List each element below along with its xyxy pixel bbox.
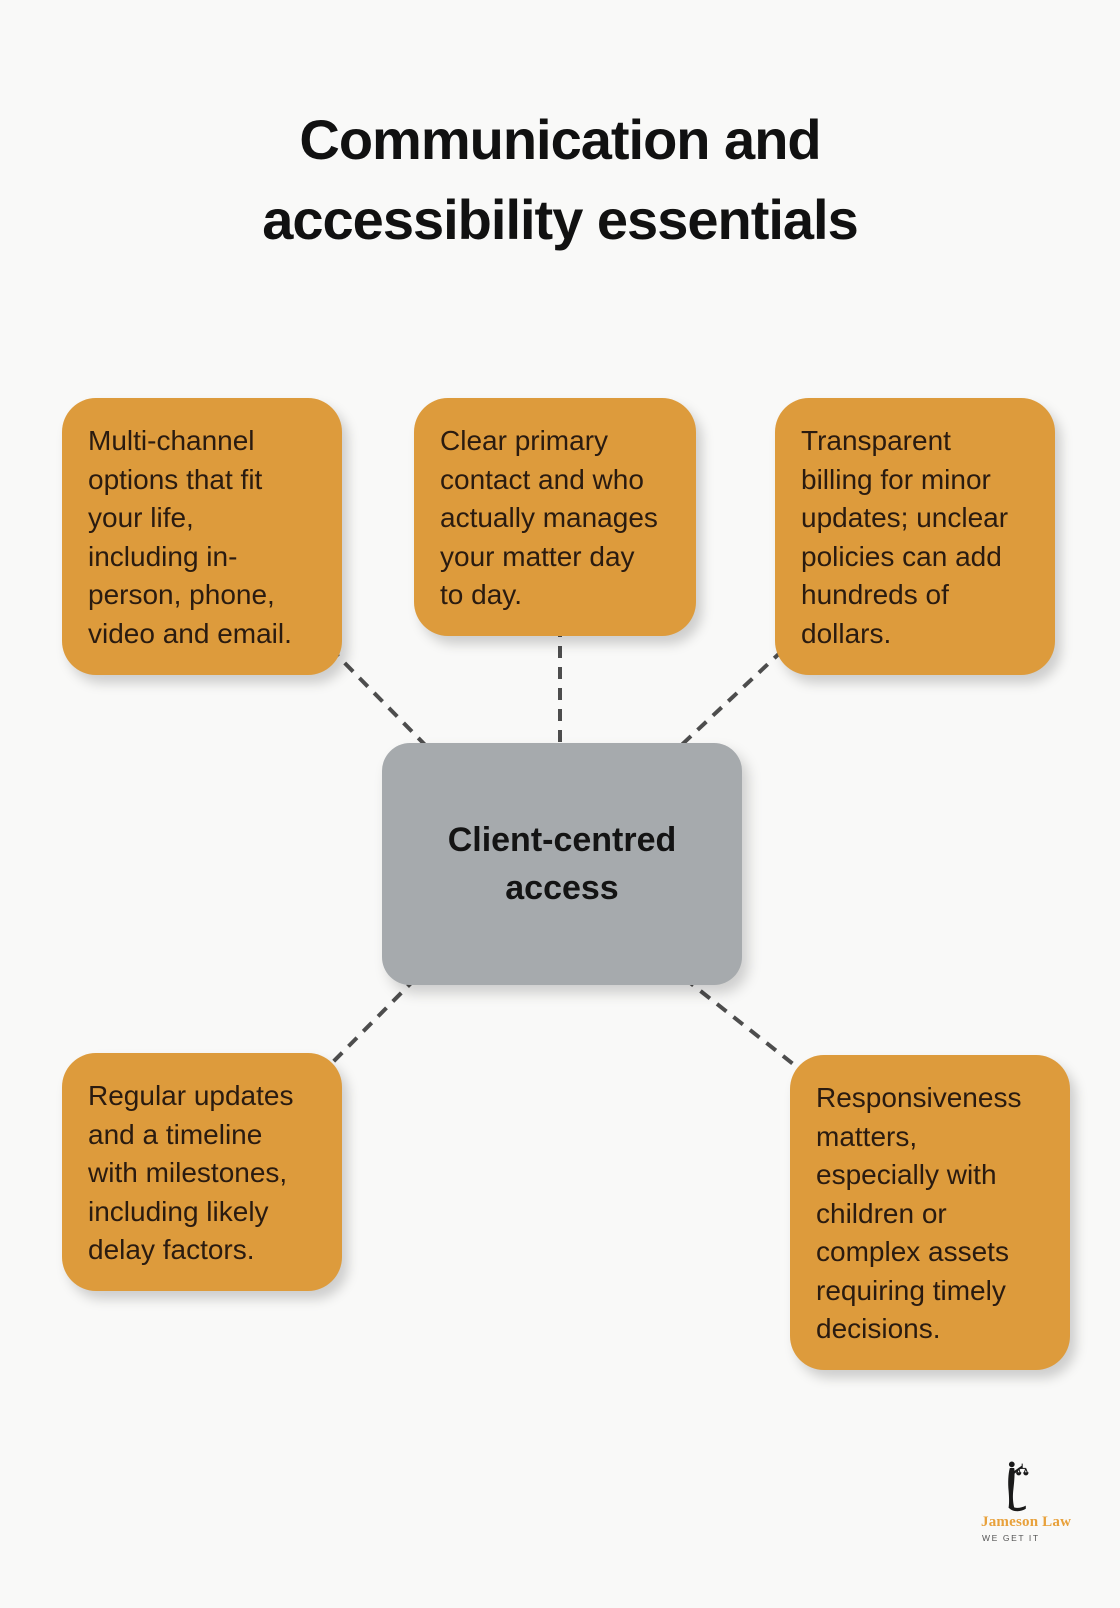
node-text: Multi-channel options that fit your life… [88, 425, 292, 649]
connector-bottom-right [682, 976, 799, 1069]
node-transparent-billing: Transparent billing for minor updates; u… [775, 398, 1055, 675]
node-text: Regular updates and a timeline with mile… [88, 1080, 294, 1265]
connector-top-right [672, 648, 785, 754]
brand-tagline: WE GET IT [982, 1533, 1040, 1543]
node-text: Responsiveness matters, especially with … [816, 1082, 1022, 1344]
brand-name: Jameson Law [981, 1514, 1072, 1530]
connector-top-left [328, 646, 438, 758]
connector-bottom-left [326, 976, 418, 1069]
brand-logo: Jameson Law WE GET IT [975, 1460, 1075, 1543]
node-primary-contact: Clear primary contact and who actually m… [414, 398, 696, 636]
page-title: Communication and accessibility essentia… [262, 108, 859, 251]
node-regular-updates: Regular updates and a timeline with mile… [62, 1053, 342, 1291]
node-text: Clear primary contact and who actually m… [440, 425, 658, 610]
center-node: Client-centred access [382, 743, 742, 985]
node-responsiveness: Responsiveness matters, especially with … [790, 1055, 1070, 1370]
node-text: Transparent billing for minor updates; u… [801, 425, 1009, 649]
node-multi-channel: Multi-channel options that fit your life… [62, 398, 342, 675]
center-node-label: Client-centred access [447, 821, 677, 907]
lady-justice-icon [1008, 1461, 1029, 1512]
